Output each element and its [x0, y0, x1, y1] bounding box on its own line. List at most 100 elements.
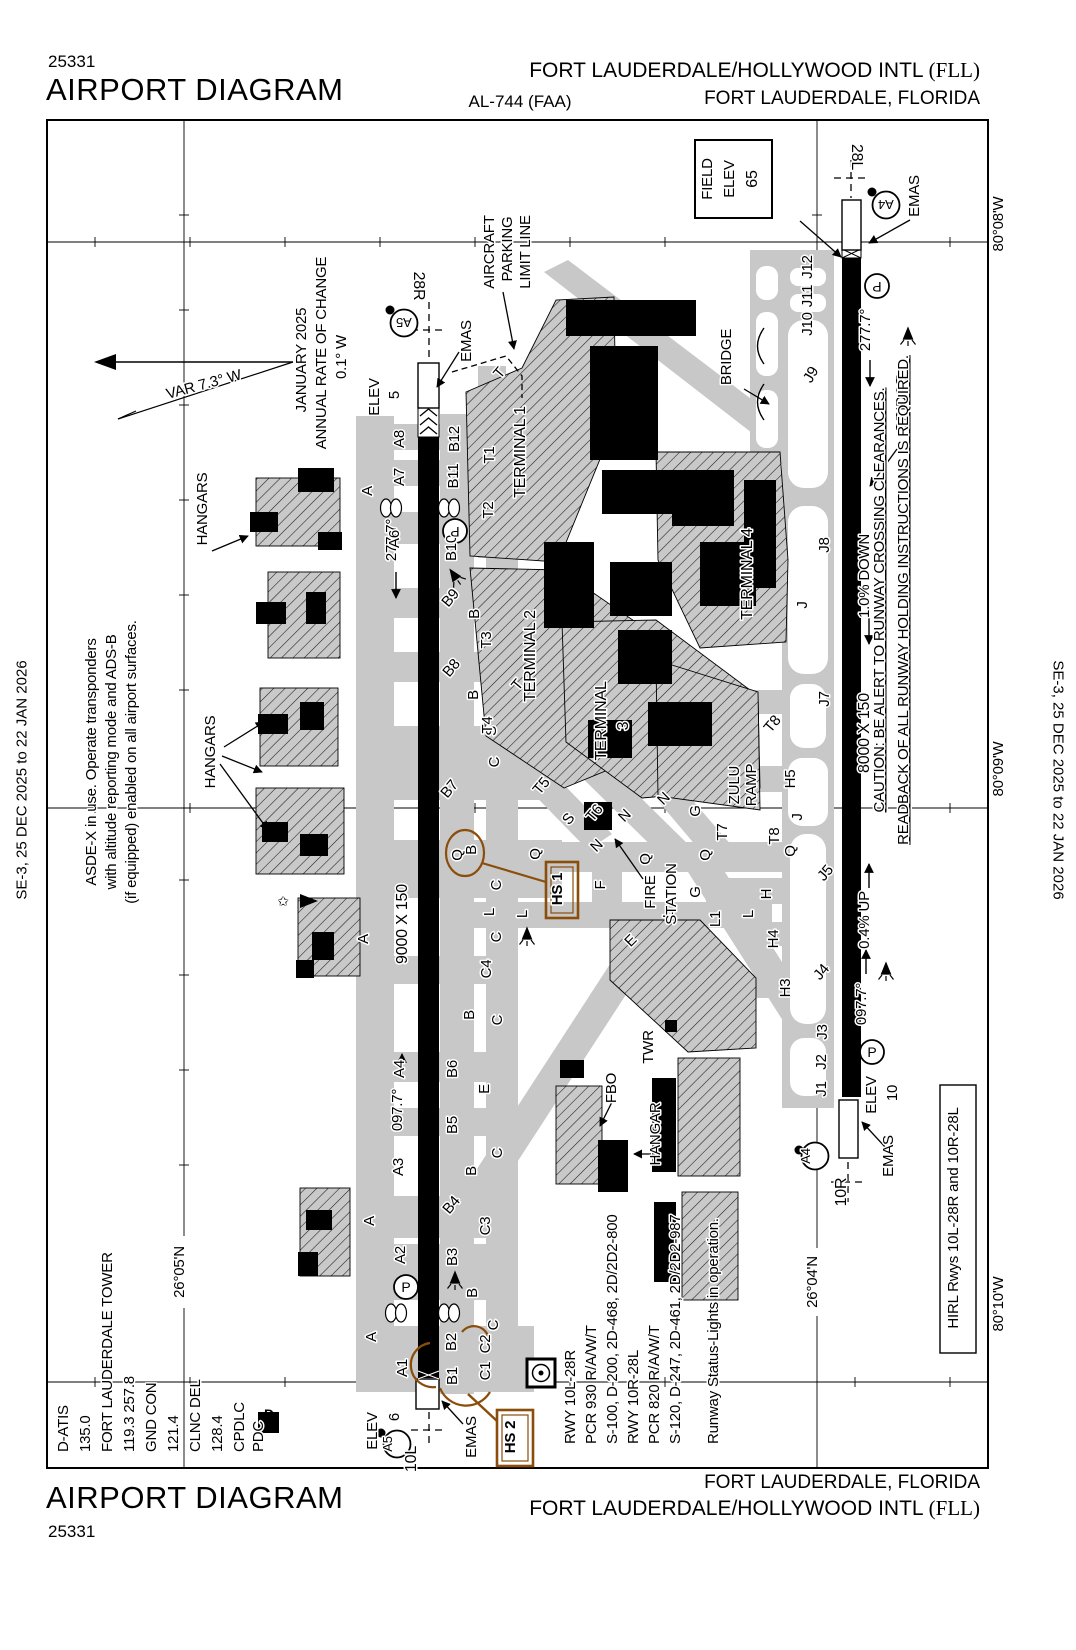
hot-spot-1-box	[544, 860, 580, 920]
pdc-d-symbol	[258, 1412, 279, 1433]
label-annual-rate-of-change-141: ANNUAL RATE OF CHANGE	[313, 257, 330, 450]
label-b2-46: B2	[443, 1333, 460, 1351]
label-g-80: G	[687, 805, 704, 816]
label-fire-127: FIRE	[642, 875, 659, 909]
label-8000-x-150-8: 8000 X 150	[856, 693, 873, 773]
heading-arrows	[391, 360, 875, 1078]
label-j11-100: J11	[799, 285, 816, 307]
airport-name-top: FORT LAUDERDALE/HOLLYWOOD INTL (FLL)	[529, 58, 980, 83]
label--174: ✩	[277, 893, 289, 909]
label-elev-19: ELEV	[863, 1076, 880, 1114]
label-t4-69: T4	[479, 716, 496, 733]
label-j-104: J	[794, 601, 811, 608]
hirl-box	[939, 1084, 977, 1354]
leaders	[94, 219, 911, 1425]
label-j3-109: J3	[814, 1024, 831, 1039]
label-b-49: B	[465, 690, 482, 700]
label-1-0-down-13: 1.0% DOWN	[856, 534, 873, 618]
label-rwy-10l-28r-167: RWY 10L-28R	[562, 1350, 579, 1444]
label-a6-27: A6	[386, 530, 403, 548]
label-5-16: 5	[386, 391, 403, 399]
label-asde-x-in-use-operate-transponders-148: ASDE-X in use. Operate transponders	[83, 638, 100, 885]
label-a-32: A	[359, 486, 376, 496]
label-a4-119: A4	[798, 1148, 813, 1164]
label-ramp-126: RAMP	[743, 764, 760, 807]
p-symbol	[393, 1274, 419, 1300]
label-parking-135: PARKING	[499, 216, 516, 281]
label-3-123: 3	[615, 721, 632, 730]
page-title-top: AIRPORT DIAGRAM	[46, 72, 344, 107]
chart-number-top: 25331	[48, 52, 96, 71]
label-277-7-11: 277.7°	[857, 309, 874, 352]
label-emas-22: EMAS	[463, 1416, 480, 1458]
label-var-7-3-w-139: VAR 7.3° W	[164, 366, 244, 403]
label-80-09-w-146: 80°09'W	[990, 740, 1007, 796]
label-b5-43: B5	[444, 1116, 461, 1134]
floodlight-icon	[899, 327, 917, 347]
airport-city-top: FORT LAUDERDALE, FLORIDA	[704, 88, 980, 109]
label-hs-1-154: HS 1	[549, 873, 566, 906]
label-b-52: B	[463, 1166, 480, 1176]
label-q-87: Q	[637, 853, 654, 864]
p-symbol	[864, 273, 890, 299]
label-j-106: J	[789, 813, 806, 820]
label-b1-47: B1	[444, 1367, 461, 1385]
label-p-113: P	[872, 279, 881, 295]
label-p-115: P	[867, 1044, 876, 1060]
label-q-85: Q	[449, 849, 466, 860]
label-a5-118: A5	[380, 1436, 395, 1452]
label-a-35: A	[363, 1332, 380, 1342]
label-p-114: P	[401, 1279, 410, 1295]
aircraft-parking-limit-line	[451, 355, 523, 398]
label-c-63: C	[485, 1319, 502, 1330]
label-c3-55: C3	[477, 1217, 494, 1236]
label-c2-56: C2	[477, 1335, 494, 1354]
label-c-61: C	[489, 1014, 506, 1025]
info-boxes	[694, 139, 977, 1354]
label-hangars-132: HANGARS	[194, 472, 211, 545]
label-6-18: 6	[386, 1413, 403, 1421]
label-a5-116: A5	[396, 315, 412, 330]
label-zulu-125: ZULU	[726, 766, 743, 804]
label-t1-66: T1	[481, 446, 498, 463]
label-l-93: L	[740, 910, 757, 918]
north-var-arrow	[94, 354, 294, 420]
label-10-20: 10	[884, 1085, 901, 1101]
floodlight-icon	[518, 927, 536, 947]
label-fort-lauderdale-tower-158: FORT LAUDERDALE TOWER	[99, 1252, 116, 1452]
label-terminal-2-121: TERMINAL 2	[522, 610, 539, 702]
label-h-95: H	[758, 889, 775, 900]
airport-code-text: (FLL)	[928, 58, 980, 82]
label-with-altitude-reporting-mode-and-ads-b-149: with altitude reporting mode and ADS-B	[103, 634, 120, 890]
arresting-a5-symbol	[382, 1429, 412, 1459]
al-number: AL-744 (FAA)	[468, 92, 572, 111]
label-aircraft-134: AIRCRAFT	[481, 215, 498, 288]
label-28l-4: 28L	[848, 144, 865, 170]
label-cpdlc-164: CPDLC	[231, 1402, 248, 1452]
arresting-a4-symbol	[800, 1141, 830, 1171]
label-h5-96: H5	[782, 770, 799, 789]
label-b3-45: B3	[444, 1248, 461, 1266]
label-c-58: C	[486, 756, 503, 767]
label-s-120-d-247-2d-461-2d-2d2-987-172: S-120, D-247, 2D-461, 2D/2D2-987	[667, 1214, 684, 1444]
label-limit-line-136: LIMIT LINE	[517, 215, 534, 289]
label-a-33: A	[355, 934, 372, 944]
label-26-05-n-143: 26°05'N	[171, 1246, 188, 1298]
arresting-a5-symbol	[389, 308, 419, 338]
label-l1-94: L1	[707, 911, 724, 927]
runway-10l-28r	[418, 437, 439, 1378]
hot-spot-2-box	[495, 1408, 535, 1468]
airport-name-bottom: FORT LAUDERDALE/HOLLYWOOD INTL (FLL)	[529, 1496, 980, 1521]
label-j2-110: J2	[813, 1054, 830, 1069]
label-pcr-930-r-a-w-t-168: PCR 930 R/A/W/T	[583, 1325, 600, 1444]
label-j12-99: J12	[799, 255, 816, 279]
label-pdc-165: PDC	[250, 1421, 267, 1452]
label-9000-x-150-7: 9000 X 150	[394, 884, 411, 964]
label-b-53: B	[464, 1288, 481, 1298]
label-a-34: A	[361, 1216, 378, 1226]
field-elev-box	[694, 139, 773, 219]
label-d-atis-156: D-ATIS	[55, 1405, 72, 1452]
label-field-0: FIELD	[699, 158, 716, 200]
label-q-89: Q	[782, 845, 799, 856]
label-s-100-d-200-2d-468-2d-2d2-800-169: S-100, D-200, 2D-468, 2D/2D2-800	[604, 1214, 621, 1444]
